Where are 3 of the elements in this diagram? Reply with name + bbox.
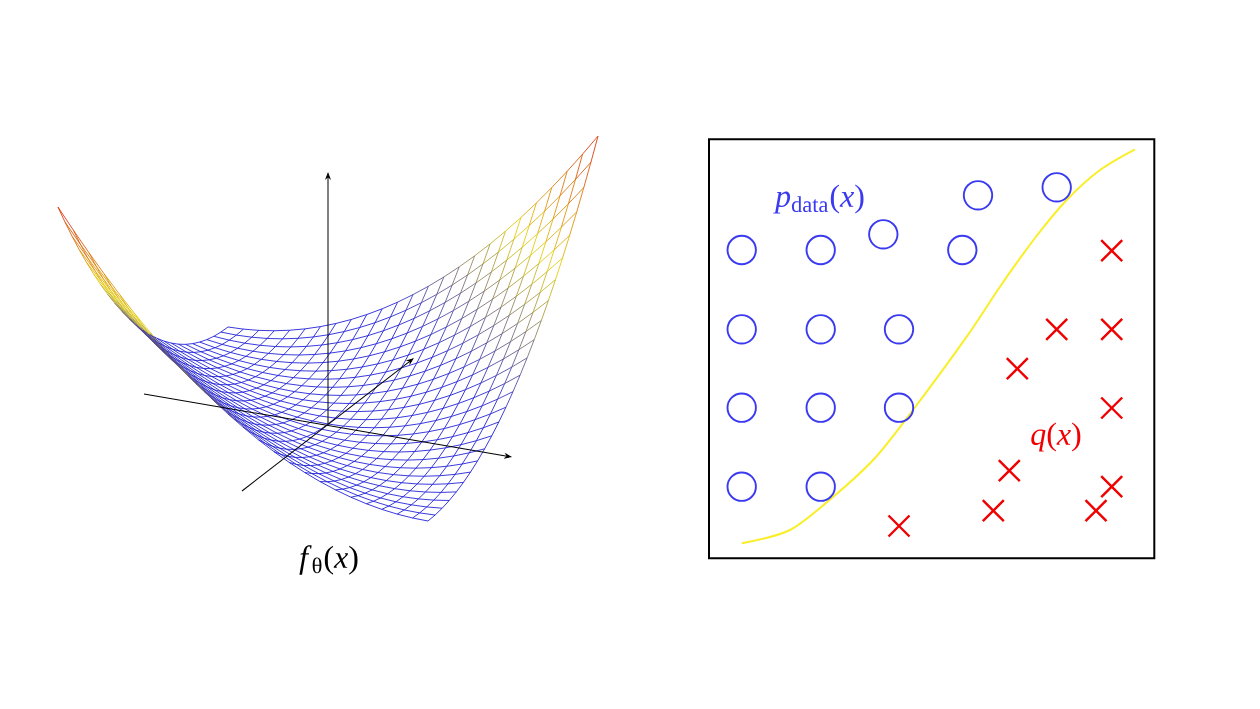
math-label: p$_{data}$(x): [773, 184, 864, 214]
math-label: q(x): [1031, 422, 1081, 452]
math-label: f$_{θ}$(x): [299, 545, 358, 575]
